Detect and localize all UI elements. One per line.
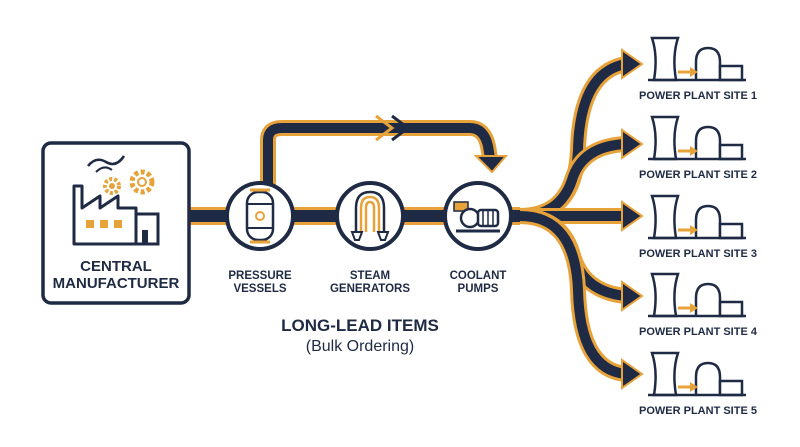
bulk-ordering-subtitle: (Bulk Ordering) bbox=[305, 338, 415, 355]
pressure-vessels-label-line2: VESSELS bbox=[233, 283, 287, 296]
large-gear-icon bbox=[129, 169, 155, 195]
power-plant-site-1-icon bbox=[648, 36, 746, 82]
steam-generators-label: STEAM GENERATORS bbox=[325, 270, 415, 296]
long-lead-items-title: LONG-LEAD ITEMS bbox=[281, 316, 439, 335]
manufacturer-label-line1: CENTRAL bbox=[80, 258, 152, 275]
pressure-vessels-label: PRESSURE VESSELS bbox=[215, 270, 305, 296]
component-pressure-vessels bbox=[225, 181, 295, 251]
power-plant-site-4-label: POWER PLANT SITE 4 bbox=[639, 326, 757, 338]
pressure-vessels-label-line1: PRESSURE bbox=[228, 270, 292, 282]
steam-generators-label-line1: STEAM bbox=[349, 270, 391, 282]
manufacturer-label: CENTRAL MANUFACTURER bbox=[43, 258, 189, 293]
power-plant-site-3-icon bbox=[648, 194, 746, 240]
power-plant-site-2-label: POWER PLANT SITE 2 bbox=[639, 169, 757, 181]
coolant-pumps-label-line2: PUMPS bbox=[457, 283, 499, 296]
factory-icon bbox=[72, 155, 160, 246]
component-coolant-pumps bbox=[443, 181, 513, 251]
power-plant-site-3-label: POWER PLANT SITE 3 bbox=[639, 248, 757, 260]
central-manufacturer-box bbox=[41, 141, 191, 305]
branch-site-5 bbox=[519, 208, 644, 390]
pressure-vessel-icon bbox=[245, 188, 275, 244]
bypass-chevron-1 bbox=[375, 114, 395, 142]
manufacturer-label-line2: MANUFACTURER bbox=[52, 275, 180, 293]
component-steam-generators bbox=[335, 181, 405, 251]
steam-generators-label-line2: GENERATORS bbox=[329, 283, 411, 296]
coolant-pumps-label-line1: COOLANT bbox=[449, 270, 507, 282]
coolant-pumps-label: COOLANT PUMPS bbox=[433, 270, 523, 296]
coolant-pump-icon bbox=[453, 201, 500, 233]
power-plant-site-5-icon bbox=[648, 351, 746, 397]
bypass-chevron-2 bbox=[391, 114, 411, 142]
power-plant-site-1-label: POWER PLANT SITE 1 bbox=[639, 90, 757, 102]
bypass-arrow bbox=[260, 114, 509, 185]
power-plant-site-2-icon bbox=[648, 115, 746, 161]
bypass-arrowhead bbox=[473, 155, 509, 174]
power-plant-site-4-icon bbox=[648, 272, 746, 318]
power-plant-site-5-label: POWER PLANT SITE 5 bbox=[639, 405, 757, 417]
steam-generator-icon bbox=[350, 190, 390, 241]
distribution-branches bbox=[519, 48, 644, 390]
small-gear-icon bbox=[103, 177, 121, 195]
